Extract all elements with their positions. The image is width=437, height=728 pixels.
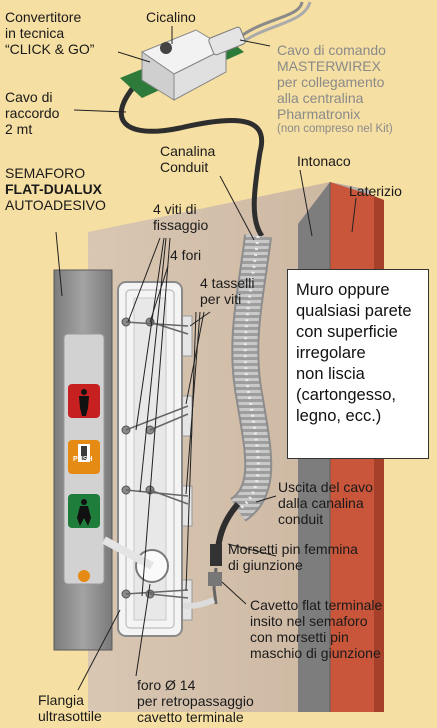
label-line: per collegamento: [277, 74, 385, 90]
label-line: maschio di giunzione: [250, 645, 381, 661]
label-line: AUTOADESIVO: [5, 197, 106, 213]
label-cavetto: Cavetto flat terminale insito nel semafo…: [250, 597, 382, 661]
label-cavo-raccordo: Cavo di raccordo 2 mt: [5, 89, 59, 137]
label-line: MASTERWIREX: [277, 58, 381, 74]
label-tasselli: 4 tasselli per viti: [200, 275, 254, 307]
label-line: cavetto terminale: [137, 709, 244, 725]
label-line: Cavetto flat terminale: [250, 597, 383, 613]
wall-info-box: Muro oppure qualsiasi parete con superfi…: [287, 269, 429, 459]
traffic-light-panel: [53, 269, 154, 651]
info-line: irregolare: [296, 344, 366, 362]
label-line: dalla canalina: [278, 495, 364, 511]
label-line: raccordo: [5, 105, 60, 121]
label-line: di giunzione: [228, 557, 303, 573]
label-fori: 4 fori: [170, 247, 202, 263]
label-semaforo: SEMAFORO FLAT-DUALUX AUTOADESIVO: [5, 165, 106, 213]
label-cavo-comando: Cavo di comando MASTERWIREX per collegam…: [277, 42, 393, 136]
label-line: Uscita del cavo: [278, 479, 373, 495]
info-line: Muro oppure: [296, 281, 390, 299]
label-line: foro Ø 14: [137, 677, 196, 693]
leader-lines: [55, 26, 357, 691]
label-cicalino: Cicalino: [146, 9, 196, 25]
label-line: Convertitore: [5, 9, 82, 25]
info-line: con superficie: [296, 323, 398, 341]
label-intonaco: Intonaco: [297, 153, 351, 169]
info-line: qualsiasi parete: [296, 302, 412, 320]
male-pins: [208, 572, 222, 586]
label-foro: foro Ø 14 per retropassaggio cavetto ter…: [137, 677, 254, 725]
label-line: Flangia: [38, 692, 84, 708]
label-line: conduit: [278, 511, 324, 527]
label-line: Cavo di: [5, 89, 53, 105]
label-line: per retropassaggio: [137, 693, 254, 709]
label-line: ultrasottile: [38, 708, 102, 724]
info-line: legno, ecc.): [296, 407, 382, 425]
label-line: Canalina: [160, 143, 216, 159]
power-logo-icon: [78, 570, 90, 582]
label-line: FLAT-DUALUX: [5, 181, 102, 197]
female-pins: [210, 544, 222, 566]
label-line: Morsetti pin femmina: [228, 541, 358, 557]
push-label: PUSH: [73, 456, 93, 463]
label-line: Cavo di comando: [277, 42, 386, 58]
label-line: insito nel semaforo: [250, 613, 368, 629]
label-uscita: Uscita del cavo dalla canalina conduit: [278, 479, 373, 527]
label-line: SEMAFORO: [5, 165, 86, 181]
info-line: non liscia: [296, 365, 365, 383]
label-line: fissaggio: [153, 217, 209, 233]
label-convertitore: Convertitore in tecnica “CLICK & GO”: [5, 9, 94, 57]
label-canalina: Canalina Conduit: [160, 143, 215, 175]
label-line: in tecnica: [5, 25, 65, 41]
label-line: Pharmatronix: [277, 106, 361, 122]
label-line: (non compreso nel Kit): [277, 123, 393, 135]
label-line: 4 tasselli: [200, 275, 255, 291]
label-line: 4 viti di: [153, 201, 197, 217]
info-line: (cartongesso,: [296, 386, 396, 404]
label-viti: 4 viti di fissaggio: [153, 201, 208, 233]
converter-device: [120, 26, 246, 101]
label-line: Conduit: [160, 159, 209, 175]
label-line: 2 mt: [5, 121, 33, 137]
label-morsetti-femmina: Morsetti pin femmina di giunzione: [228, 541, 358, 573]
label-line: alla centralina: [277, 90, 364, 106]
label-line: per viti: [200, 291, 242, 307]
label-flangia: Flangia ultrasottile: [38, 692, 102, 724]
label-line: con morsetti pin: [250, 629, 349, 645]
connection-cable: [118, 80, 265, 238]
control-cable: [235, 1, 304, 42]
label-laterizio: Laterizio: [349, 183, 402, 199]
label-line: “CLICK & GO”: [5, 41, 95, 57]
